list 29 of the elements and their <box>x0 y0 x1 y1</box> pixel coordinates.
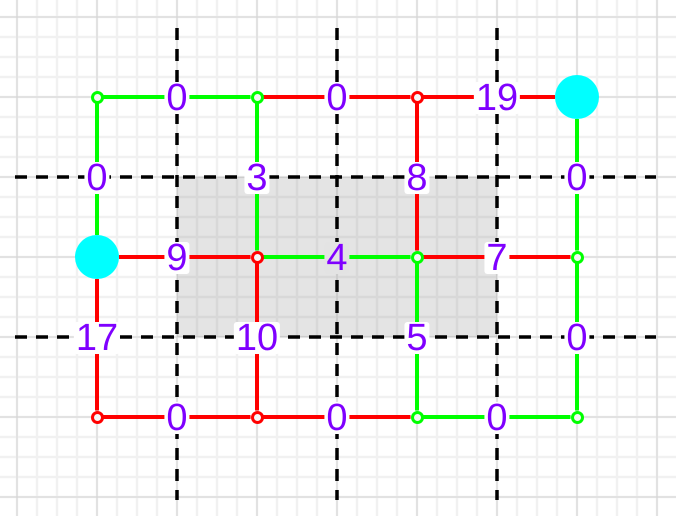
edge-label: 0 <box>164 82 190 114</box>
vertex-circle <box>250 90 264 104</box>
edge-label: 0 <box>564 162 590 194</box>
vertex-circle <box>410 410 424 424</box>
edge-label: 0 <box>164 402 190 434</box>
edge-label: 0 <box>324 402 350 434</box>
edge-label: 0 <box>84 162 110 194</box>
edge-label: 19 <box>474 82 520 114</box>
edge-label: 8 <box>404 162 430 194</box>
vertex-circle <box>570 410 584 424</box>
vertex-circle <box>90 410 104 424</box>
vertex-circle <box>90 90 104 104</box>
vertex-circle <box>410 90 424 104</box>
vertex-circle <box>570 250 584 264</box>
edge-label: 0 <box>324 82 350 114</box>
edge-label: 17 <box>74 322 120 354</box>
vertex-circle <box>410 250 424 264</box>
edge-label: 7 <box>484 242 510 274</box>
edge-label: 0 <box>564 322 590 354</box>
edge-label: 9 <box>164 242 190 274</box>
edge-label: 10 <box>234 322 280 354</box>
edge-label: 0 <box>484 402 510 434</box>
terminal-circle <box>555 75 599 119</box>
edge-label: 4 <box>324 242 350 274</box>
edge-label: 5 <box>404 322 430 354</box>
vertex-circle <box>250 250 264 264</box>
vertex-circle <box>250 410 264 424</box>
terminal-circle <box>75 235 119 279</box>
edge-label: 3 <box>244 162 270 194</box>
